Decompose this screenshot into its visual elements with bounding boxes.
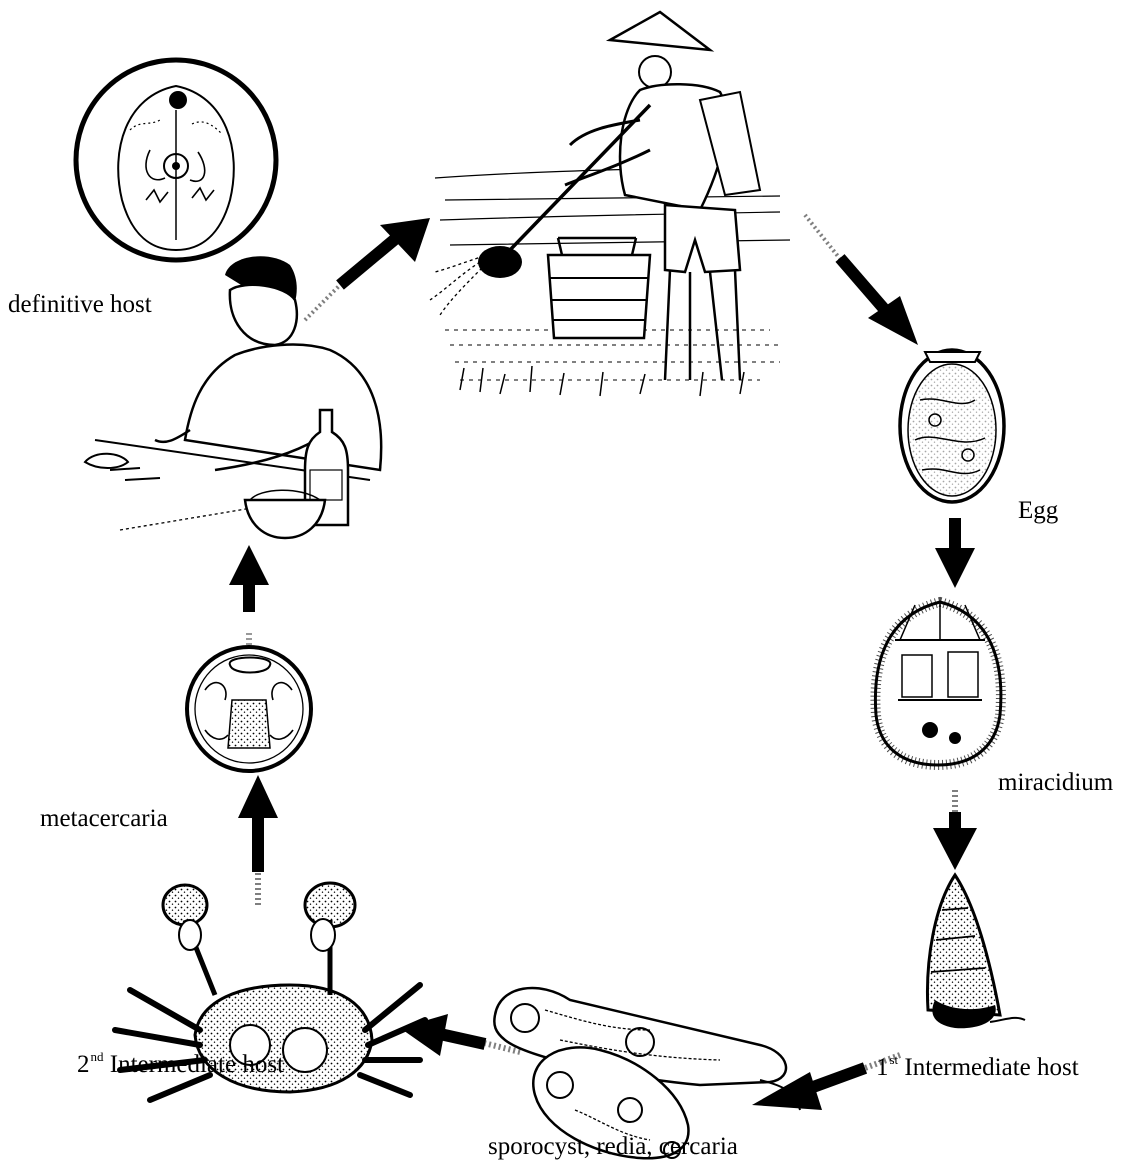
farmer-fertilizing-field-illustration <box>430 12 790 396</box>
arrow-miracidium-to-snail <box>933 790 977 870</box>
cycle-arrows <box>229 215 977 1110</box>
label-metacercaria: metacercaria <box>40 806 168 831</box>
arrow-crab-to-metacercaria <box>238 775 278 905</box>
first-host-number: 1 <box>876 1054 889 1081</box>
second-host-number: 2 <box>77 1051 90 1078</box>
snail-first-intermediate-host-illustration <box>927 875 1025 1028</box>
second-host-suffix: nd <box>91 1049 104 1064</box>
label-first-intermediate-host: 1st Intermediate host <box>876 1055 1079 1080</box>
label-definitive-host: definitive host <box>8 292 152 317</box>
label-larval-stages: sporocyst, redia, cercaria <box>488 1134 738 1159</box>
miracidium-illustration <box>875 602 1000 765</box>
arrow-person-to-field <box>305 218 430 320</box>
egg-illustration <box>900 350 1004 502</box>
adult-fluke-illustration <box>76 60 276 260</box>
first-host-text: Intermediate host <box>898 1054 1079 1081</box>
label-egg: Egg <box>1018 498 1058 523</box>
metacercaria-illustration <box>187 647 311 771</box>
label-miracidium: miracidium <box>998 770 1113 795</box>
arrow-field-to-egg <box>805 215 918 345</box>
label-second-intermediate-host: 2nd Intermediate host <box>77 1052 284 1077</box>
arrow-metacercaria-to-person <box>229 545 269 645</box>
first-host-suffix: st <box>890 1052 899 1067</box>
arrow-egg-to-miracidium <box>935 518 975 588</box>
second-host-text: Intermediate host <box>104 1051 285 1078</box>
